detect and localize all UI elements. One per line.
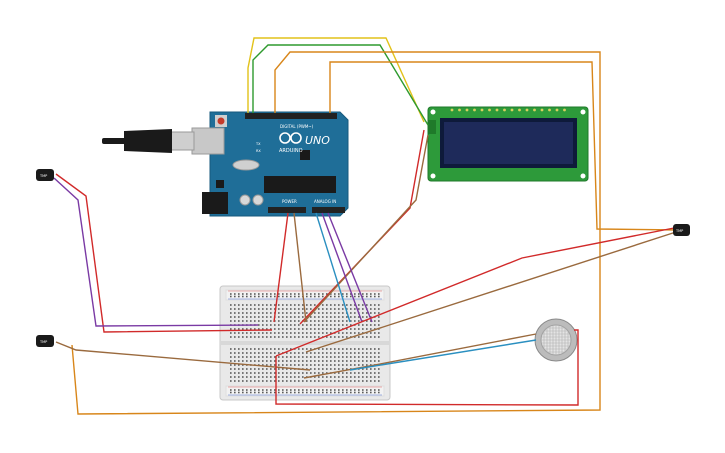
wires [53, 37, 681, 415]
breadboard-holes [230, 293, 380, 394]
usb-port [191, 127, 225, 155]
temp-sensor-label: TMP [675, 229, 683, 233]
arduino-logo [279, 132, 302, 144]
arduino-uno-board[interactable]: ARDUINO UNO DIGITAL (PWM~) POWER ANALOG … [191, 111, 349, 217]
power-jack [202, 192, 228, 214]
usb-cable[interactable] [102, 129, 195, 153]
arduino-model: UNO [305, 134, 330, 147]
rx-label: RX [256, 149, 261, 153]
wire-red-gas [275, 329, 579, 406]
lcd-module[interactable] [427, 106, 589, 182]
temp-sensor-bottom-left[interactable]: TMP [36, 335, 54, 347]
reset-button[interactable] [217, 117, 225, 125]
arduino-brand: ARDUINO [279, 148, 303, 154]
wire-red-5v [273, 212, 289, 323]
digital-header-label: DIGITAL (PWM~) [280, 124, 314, 129]
gas-sensor-mesh [541, 325, 571, 355]
temp-sensor-right[interactable]: TMP [673, 224, 690, 236]
temp-sensor-label: TMP [39, 340, 47, 344]
analog-header-label: ANALOG IN [314, 199, 336, 204]
wire-brown-tmp3 [55, 341, 311, 371]
wire-blue-gas [349, 339, 537, 371]
wire-purple-tmp1 [53, 177, 259, 327]
wire-orange-loop [71, 51, 601, 415]
lcd-screen [444, 122, 573, 164]
temp-sensor-top-left[interactable]: TMP [36, 169, 54, 181]
wire-purple-a1 [321, 212, 363, 323]
temp-sensor-label: TMP [39, 174, 47, 178]
wire-green-lcd [252, 44, 429, 126]
gas-sensor[interactable] [534, 318, 578, 362]
atmega-chip [264, 176, 336, 193]
power-header-label: POWER [282, 199, 297, 204]
tx-label: TX [255, 142, 261, 146]
wire-brown-gnd [293, 212, 307, 323]
wire-red-lcd [299, 129, 425, 325]
wire-brown-lcd [303, 134, 429, 323]
wire-brown-gas [303, 333, 537, 379]
wire-red-tmp1 [55, 173, 273, 333]
wire-orange-right [329, 61, 681, 231]
wire-purple-a2 [327, 212, 373, 323]
wire-red-tmp2 [275, 227, 675, 357]
wire-blue-a0 [315, 212, 351, 323]
wire-brown-tmp2 [305, 231, 677, 353]
wire-yellow-lcd [247, 37, 425, 123]
